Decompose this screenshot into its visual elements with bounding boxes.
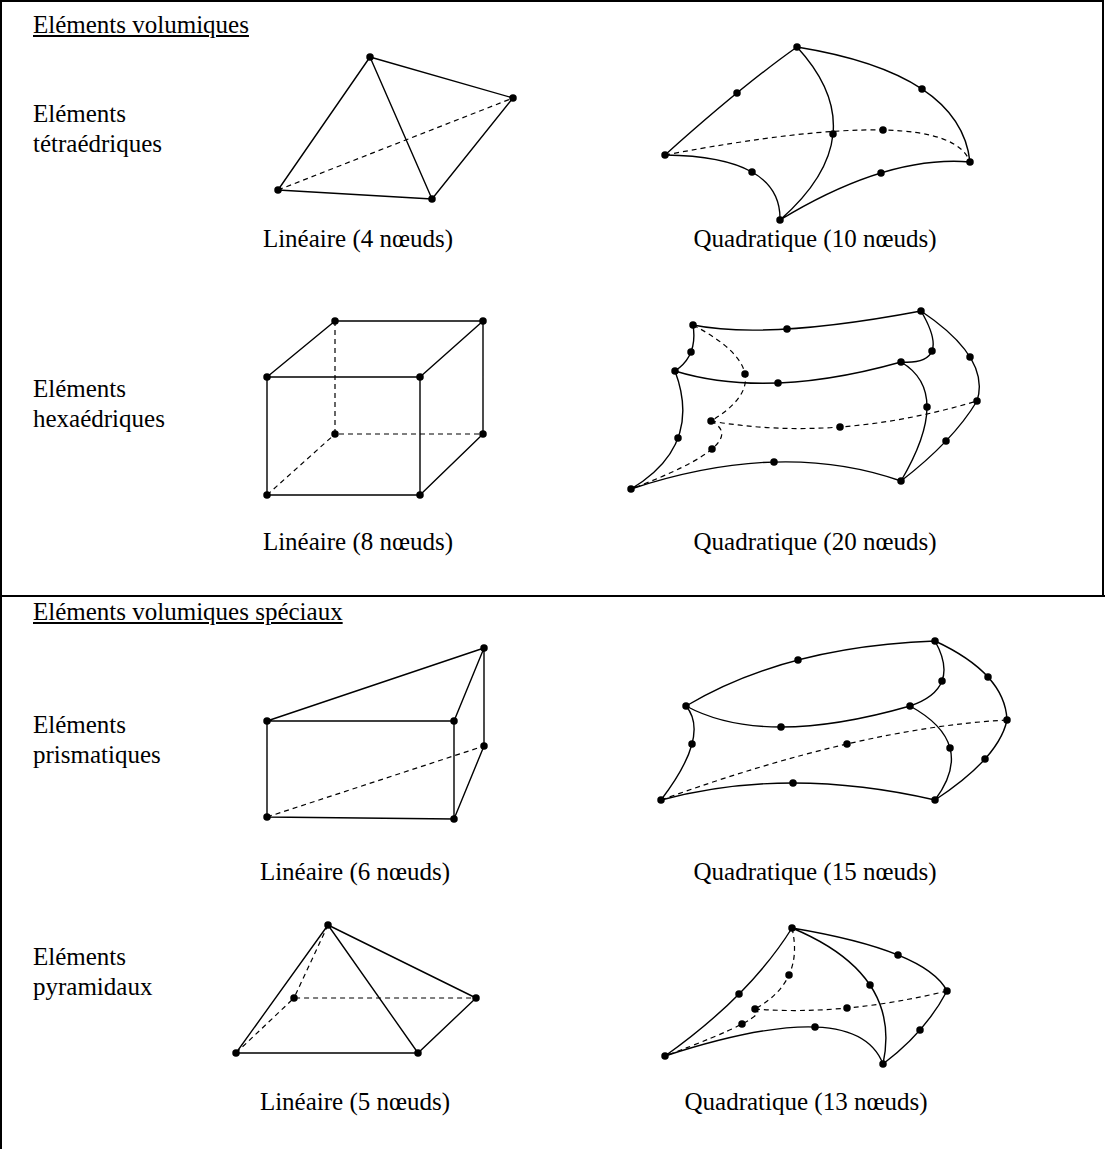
element-nodes	[665, 47, 970, 220]
element-caption: Quadratique (20 nœuds)	[655, 527, 975, 557]
hidden-edge	[661, 720, 1007, 800]
element-caption: Quadratique (13 nœuds)	[646, 1087, 966, 1117]
element-nodes	[665, 928, 947, 1064]
hidden-edge	[278, 98, 513, 190]
element-caption: Linéaire (8 nœuds)	[198, 527, 518, 557]
element-edges	[665, 47, 970, 220]
element-edges	[665, 928, 947, 1064]
element-caption: Linéaire (5 nœuds)	[195, 1087, 515, 1117]
element-edges	[267, 648, 484, 819]
element-nodes	[278, 57, 513, 199]
hidden-edge	[267, 746, 484, 817]
hidden-edge	[665, 130, 970, 162]
hidden-edge	[236, 925, 476, 1053]
element-nodes	[267, 648, 484, 819]
hidden-edge	[267, 321, 483, 495]
element-edges	[236, 925, 476, 1053]
row-label: Eléments prismatiques	[33, 710, 203, 770]
element-nodes	[661, 641, 1007, 800]
element-edges	[631, 311, 979, 489]
row-label: Eléments pyramidaux	[33, 942, 203, 1002]
element-edges	[278, 57, 513, 199]
row-label: Eléments hexaédriques	[33, 374, 203, 434]
element-caption: Linéaire (4 nœuds)	[198, 224, 518, 254]
hidden-edge	[665, 928, 947, 1056]
element-caption: Quadratique (10 nœuds)	[655, 224, 975, 254]
element-nodes	[267, 321, 483, 495]
element-edges	[267, 321, 483, 495]
panel-heading: Eléments volumiques spéciaux	[33, 597, 343, 627]
panel-box: Eléments volumiques spéciaux	[0, 595, 1105, 1149]
element-nodes	[631, 311, 977, 489]
element-edges	[661, 641, 1007, 800]
element-caption: Linéaire (6 nœuds)	[195, 857, 515, 887]
element-nodes	[236, 925, 476, 1053]
panel-box: Eléments volumiques	[0, 0, 1104, 597]
element-caption: Quadratique (15 nœuds)	[655, 857, 975, 887]
panel-heading: Eléments volumiques	[33, 10, 249, 40]
row-label: Eléments tétraédriques	[33, 99, 203, 159]
